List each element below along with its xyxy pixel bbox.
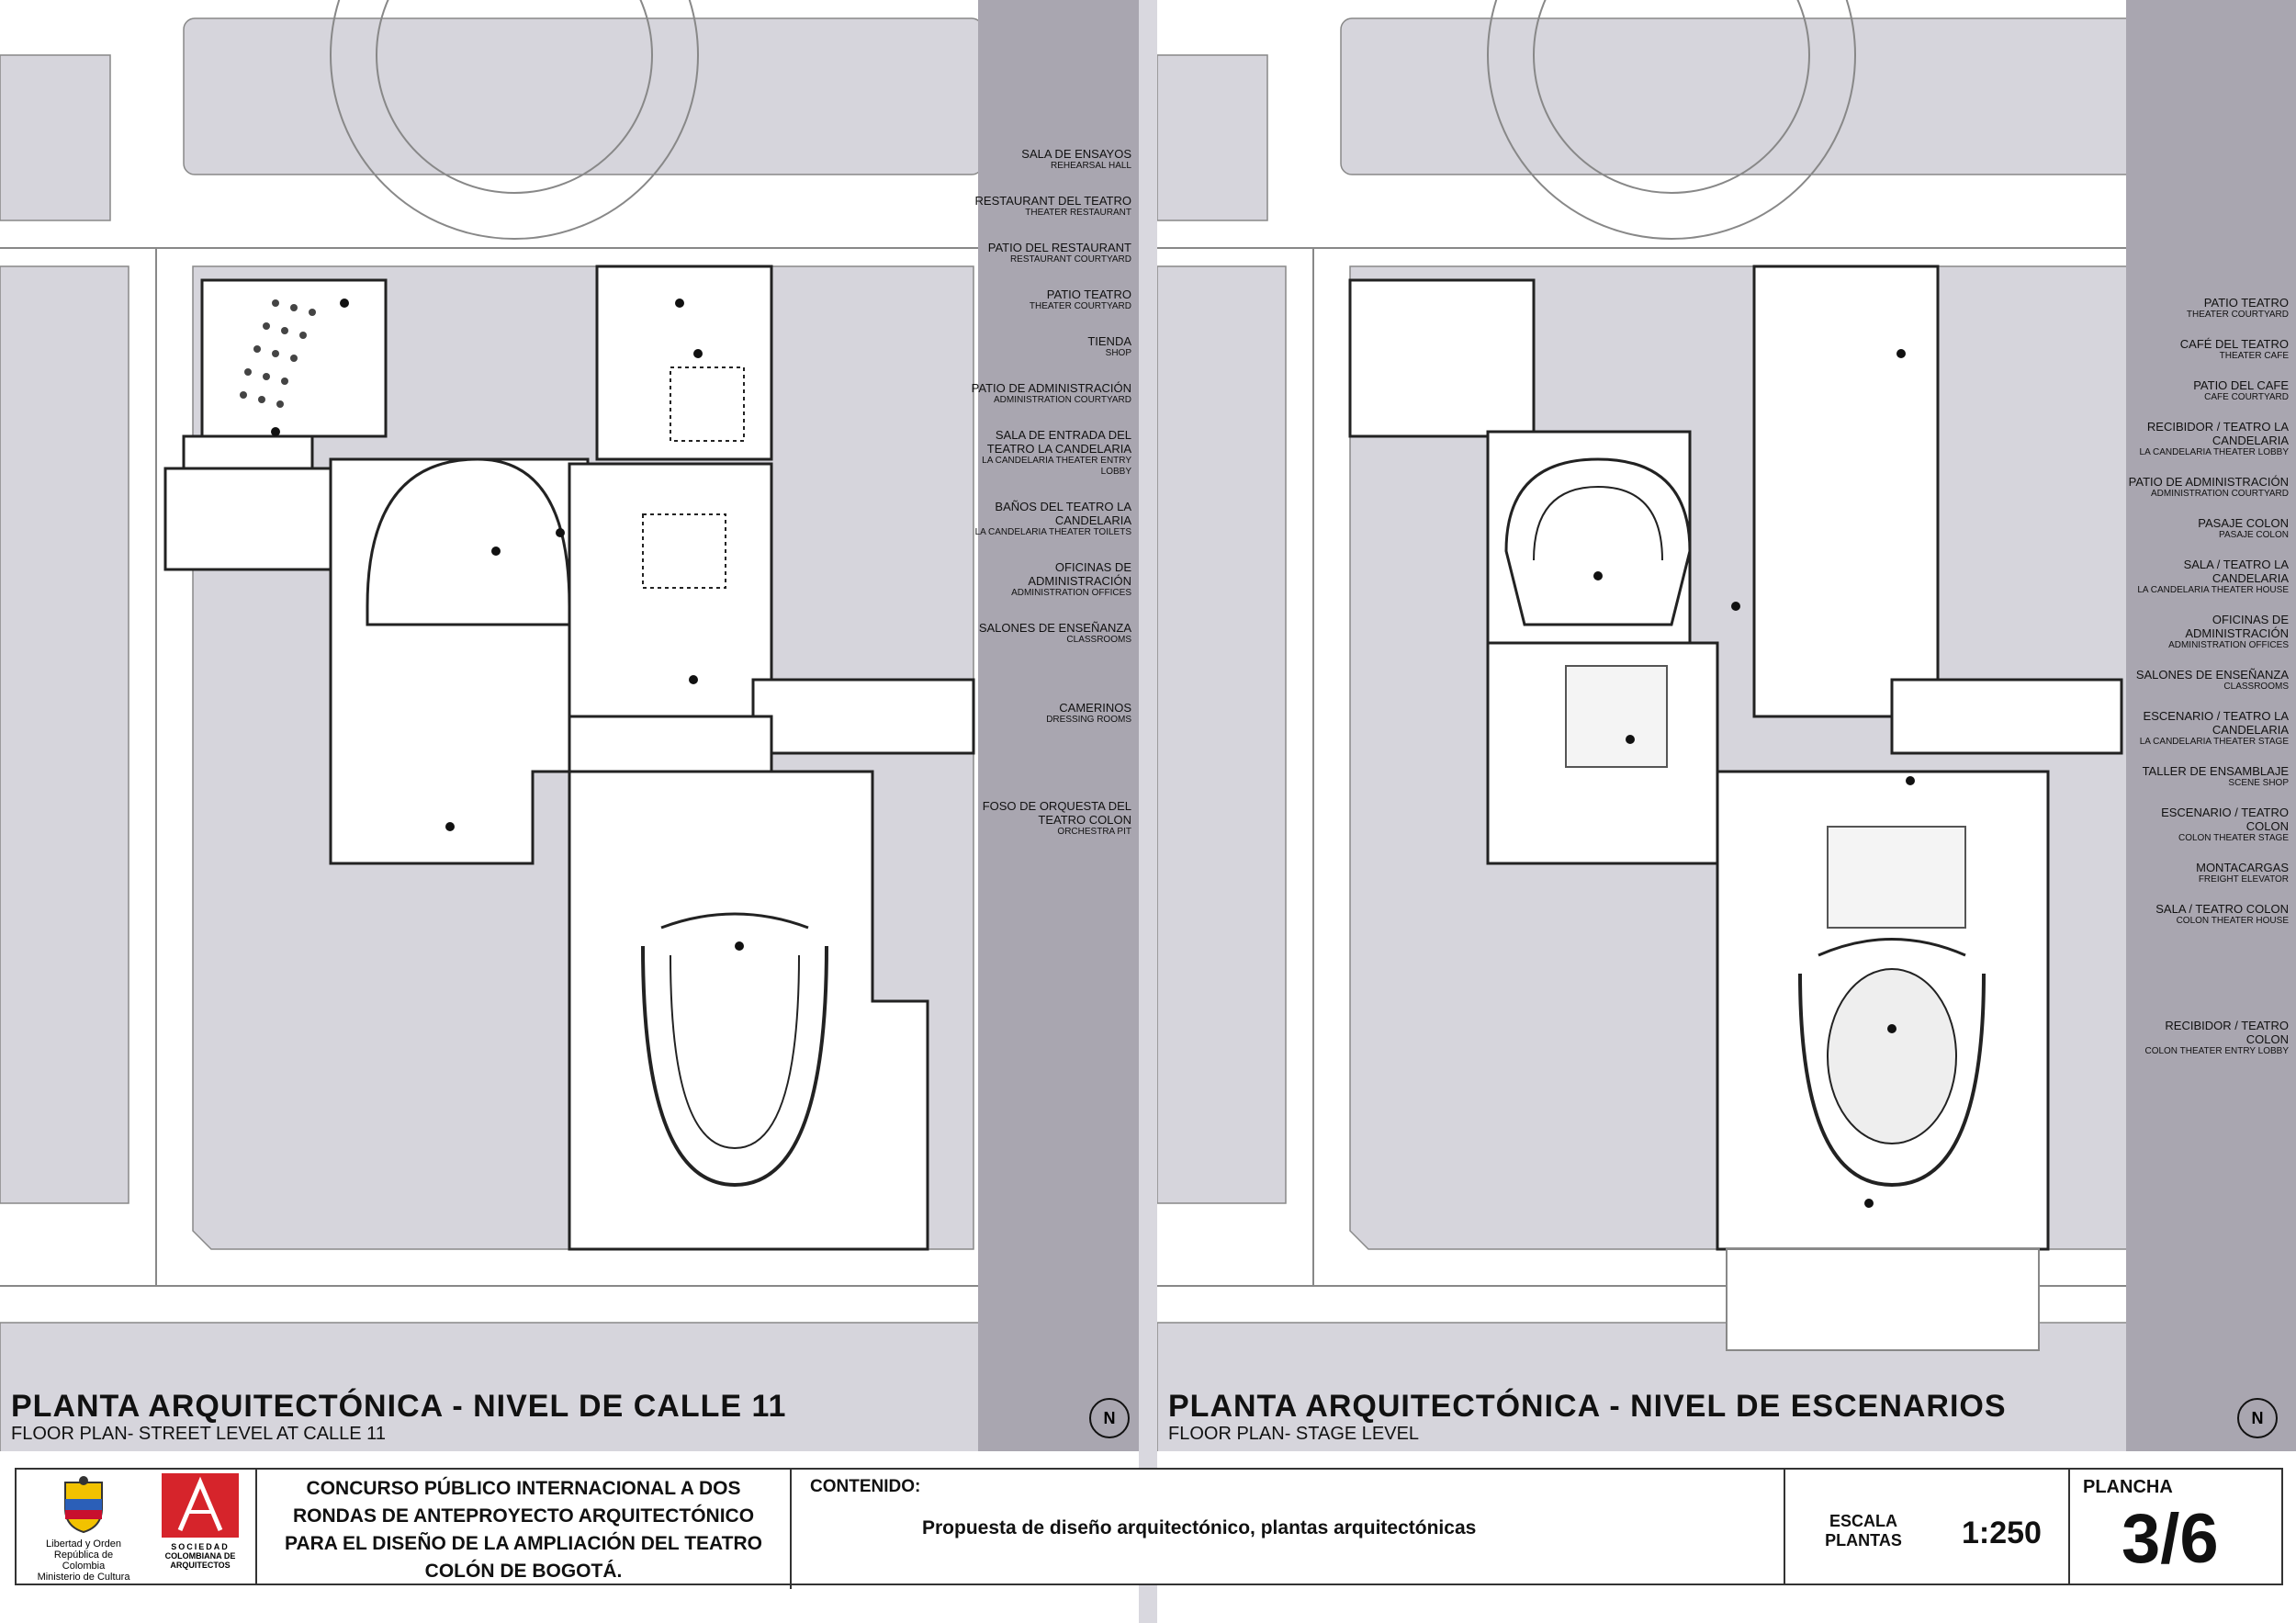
scale-label: ESCALA PLANTAS [1822, 1512, 1905, 1550]
contest-line: CONCURSO PÚBLICO INTERNACIONAL A DOS [306, 1478, 741, 1499]
street-level-plan-drawing [0, 0, 1139, 1451]
contents-cell: CONTENIDO: Propuesta de diseño arquitect… [792, 1470, 1785, 1584]
logos-cell: Libertad y Orden República de Colombia M… [17, 1470, 257, 1584]
logo-caption: Libertad y Orden [46, 1538, 121, 1550]
plan-subtitle: FLOOR PLAN- STREET LEVEL AT CALLE 11 [11, 1424, 386, 1444]
sca-logo-icon [162, 1473, 239, 1538]
plan-subtitle: FLOOR PLAN- STAGE LEVEL [1168, 1424, 1420, 1444]
scale-cell: ESCALA PLANTAS 1:250 [1785, 1470, 2070, 1584]
legend-item: SALA DE ENTRADA DEL TEATRO LA CANDELARIA… [982, 428, 1131, 477]
north-arrow-icon: N [1089, 1398, 1130, 1438]
contest-line: RONDAS DE ANTEPROYECTO ARQUITECTÓNICO [292, 1505, 755, 1527]
scale-value: 1:250 [1962, 1516, 2042, 1550]
colombia-logo: Libertad y Orden República de Colombia M… [33, 1475, 134, 1583]
coat-of-arms-icon [64, 1476, 103, 1534]
logo-caption: Ministerio de Cultura [37, 1572, 130, 1583]
sheet-number-cell: PLANCHA 3/6 [2070, 1470, 2281, 1584]
north-arrow-icon: N [2237, 1398, 2278, 1438]
scale-label-line: PLANTAS [1825, 1531, 1902, 1550]
stage-level-plan-drawing [1157, 0, 2296, 1451]
scale-label-line: ESCALA [1829, 1512, 1897, 1530]
title-block: Libertad y Orden República de Colombia M… [15, 1468, 2283, 1589]
contenido-text: Propuesta de diseño arquitectónico, plan… [922, 1517, 1477, 1538]
contenido-label: CONTENIDO: [810, 1477, 921, 1496]
logo-caption: República de Colombia [53, 1550, 114, 1572]
plancha-value: 3/6 [2122, 1500, 2219, 1578]
plan-title: PLANTA ARQUITECTÓNICA - NIVEL DE CALLE 1… [11, 1389, 787, 1424]
contest-cell: CONCURSO PÚBLICO INTERNACIONAL A DOS RON… [257, 1470, 792, 1589]
plan-title: PLANTA ARQUITECTÓNICA - NIVEL DE ESCENAR… [1168, 1389, 2007, 1424]
plancha-label: PLANCHA [2083, 1477, 2173, 1497]
logo-caption: ARQUITECTOS [170, 1561, 231, 1570]
sca-logo: SOCIEDAD COLOMBIANA DE ARQUITECTOS [154, 1473, 246, 1570]
contest-line: PARA EL DISEÑO DE LA AMPLIACIÓN DEL TEAT… [285, 1533, 762, 1554]
sheet-divider [1139, 0, 1157, 1623]
logo-caption: SOCIEDAD [171, 1542, 230, 1551]
logo-caption: COLOMBIANA DE [164, 1551, 236, 1561]
contest-line: COLÓN DE BOGOTÁ. [424, 1561, 623, 1582]
